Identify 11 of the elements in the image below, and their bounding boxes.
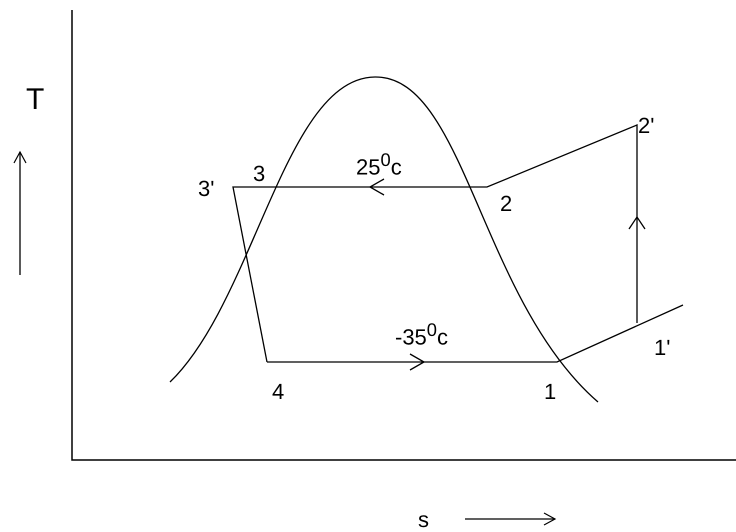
temperature-label: -35$^{0}$c	[395, 318, 448, 350]
point-label: 2	[500, 192, 512, 216]
point-label: 4	[272, 380, 284, 404]
point-label: 1	[544, 380, 556, 404]
axis-label: T	[26, 88, 44, 112]
point-label: 3'	[198, 177, 214, 201]
temperature-label: 25$^{0}$c	[356, 148, 402, 180]
point-label: 3	[253, 162, 266, 186]
axis-label: s	[418, 508, 429, 532]
point-label: 2'	[638, 114, 654, 138]
point-label: 1'	[654, 336, 670, 360]
